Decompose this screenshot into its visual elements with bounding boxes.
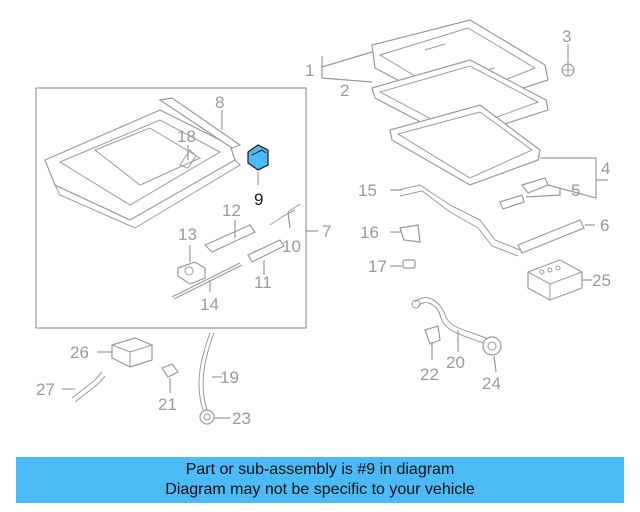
motor-13 [177,261,206,285]
callout-7: 7 [322,222,331,241]
callout-4: 4 [601,159,610,178]
highlighted-part-9[interactable] [247,144,269,171]
callout-20: 20 [446,353,465,372]
cable-10 [269,203,301,226]
banner-line-1: Part or sub-assembly is #9 in diagram [185,461,455,478]
callout-14: 14 [200,295,219,314]
callout-17: 17 [368,257,387,276]
inset-frame [35,87,307,329]
callout-5: 5 [571,181,580,200]
callout-3: 3 [562,27,571,46]
clip-17 [402,259,416,269]
hose-19 [198,332,211,411]
grommet-23 [199,409,215,425]
callout-21: 21 [158,395,177,414]
bolt-3 [561,63,575,77]
info-banner: Part or sub-assembly is #9 in diagram Di… [16,457,624,503]
clip-21 [161,363,179,378]
drain-hose-20 [411,297,491,346]
callout-25: 25 [592,271,611,290]
roof-frame-inset [44,109,241,229]
callout-18: 18 [177,127,196,146]
callout-10: 10 [282,237,301,256]
leader-lines [62,44,608,419]
lower-frame-panel [389,104,541,186]
callout-6: 6 [600,216,609,235]
deflector-6 [517,219,585,254]
pad-16 [399,224,421,243]
bracket-set-5 [499,177,549,210]
callout-22: 22 [420,365,439,384]
callout-1: 1 [305,61,314,80]
guide-11 [247,239,285,263]
rail-8 [158,97,242,149]
callout-27: 27 [36,380,55,399]
guide-12 [203,224,256,253]
banner-line-2: Diagram may not be specific to your vehi… [165,481,475,498]
callout-24: 24 [482,374,501,393]
callout-19: 19 [220,368,239,387]
callout-13: 13 [178,225,197,244]
cable-14 [171,262,241,298]
drain-rail-15 [397,184,521,257]
callout-8: 8 [215,93,224,112]
callout-16: 16 [360,223,379,242]
callout-26: 26 [70,343,89,362]
callout-12: 12 [222,201,241,220]
hose-27 [71,371,103,399]
callout-15: 15 [358,181,377,200]
control-module-25 [527,259,583,301]
switch-26 [111,337,153,368]
bracket-18 [179,149,197,169]
grommet-24 [482,336,502,356]
callout-23: 23 [232,409,251,428]
clamp-22 [424,325,441,345]
callout-11: 11 [254,273,272,292]
callout-9: 9 [254,190,263,209]
callout-2: 2 [340,81,349,100]
